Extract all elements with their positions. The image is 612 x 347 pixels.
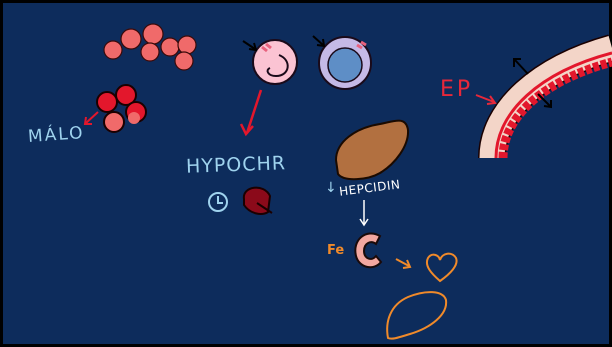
label-hypochr: HYPOCHR [186,154,287,176]
pink-cell [253,40,297,84]
rbc-cell [141,43,159,61]
down-arrow-icon: ↓ [325,181,337,195]
rbc-cell [143,24,163,44]
label-malo: MÁLO [27,125,85,146]
label-fe: Fe [327,244,344,257]
lilac-cell [319,37,371,89]
rbc-cell [104,112,124,132]
rbc-cell [175,52,193,70]
rbc-cell [161,38,179,56]
dark-red-cell [244,188,272,214]
rbc-highlight [128,112,140,124]
label-ep: EP [440,79,473,101]
rbc-cell [178,36,196,54]
rbc-cell [97,92,117,112]
rbc-cell [121,29,141,49]
rbc-cell [104,41,122,59]
nucleus [328,48,362,82]
